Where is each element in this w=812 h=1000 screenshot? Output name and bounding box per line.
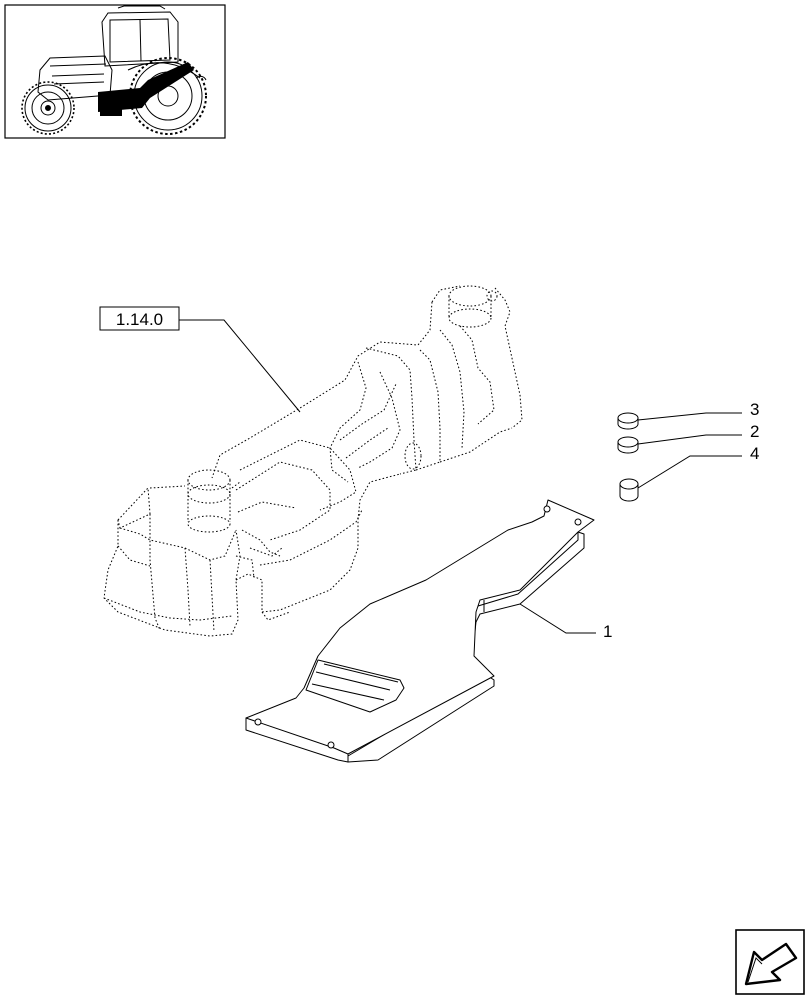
callout-label-1: 1 (603, 622, 612, 641)
callout-label-3: 3 (750, 400, 759, 419)
reference-label: 1.14.0 (116, 310, 163, 329)
fuel-tank-outline (103, 285, 523, 637)
callout-1[interactable]: 1 (519, 603, 612, 641)
washer-part-3 (617, 412, 639, 430)
callout-label-2: 2 (750, 422, 759, 441)
callout-label-4: 4 (750, 444, 759, 463)
nut-part-4 (619, 478, 639, 502)
reference-callout[interactable]: 1.14.0 (99, 306, 301, 413)
guard-plate (245, 499, 595, 763)
callout-2[interactable]: 2 (637, 422, 759, 445)
washer-part-2 (617, 436, 639, 454)
next-page-arrow-icon[interactable] (735, 929, 805, 995)
callout-4[interactable]: 4 (637, 444, 759, 489)
tractor-thumbnail-icon[interactable] (4, 4, 226, 139)
callout-3[interactable]: 3 (637, 400, 759, 421)
